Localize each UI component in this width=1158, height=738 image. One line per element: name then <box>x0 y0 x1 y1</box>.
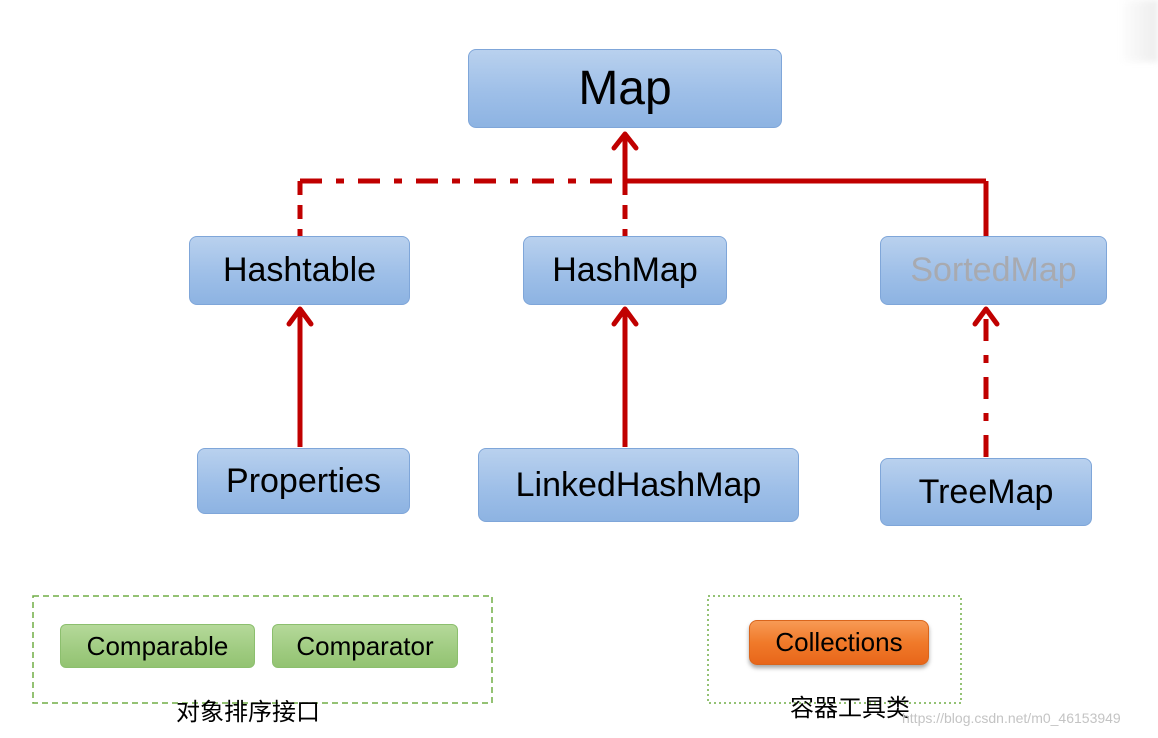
treemap-node-label: TreeMap <box>918 472 1054 511</box>
comparable-box: Comparable <box>60 624 255 668</box>
collections-box: Collections <box>749 620 929 665</box>
hashmap-node-label: HashMap <box>552 251 698 289</box>
map-node: Map <box>468 49 782 128</box>
sort-interfaces-caption: 对象排序接口 <box>176 698 320 726</box>
collections-label: Collections <box>775 627 903 657</box>
map-node-label: Map <box>578 62 672 115</box>
hashtable-node: Hashtable <box>189 236 410 305</box>
hashtable-node-label: Hashtable <box>222 251 377 289</box>
map-arrowhead <box>611 131 639 151</box>
hashmap-node: HashMap <box>523 236 727 305</box>
comparator-box: Comparator <box>272 624 458 668</box>
tools-caption: 容器工具类 <box>790 694 910 722</box>
linkedhashmap-node-label: LinkedHashMap <box>515 465 762 504</box>
sortedmap-node: SortedMap <box>880 236 1107 305</box>
tools-group-border <box>707 595 962 704</box>
properties-node: Properties <box>197 448 410 514</box>
properties-node-label: Properties <box>226 461 381 500</box>
sort-interfaces-group-border <box>32 595 493 704</box>
sortedmap-arrowhead <box>972 306 1000 327</box>
treemap-node: TreeMap <box>880 458 1092 526</box>
sortedmap-node-label: SortedMap <box>910 251 1077 289</box>
linkedhashmap-node: LinkedHashMap <box>478 448 799 522</box>
hashmap-arrowhead <box>611 306 639 327</box>
comparator-label: Comparator <box>296 630 434 661</box>
corner-blur-artifact <box>1118 0 1158 62</box>
watermark-text: https://blog.csdn.net/m0_46153949 <box>902 710 1121 726</box>
comparable-label: Comparable <box>86 630 229 661</box>
hashtable-arrowhead <box>286 306 314 327</box>
